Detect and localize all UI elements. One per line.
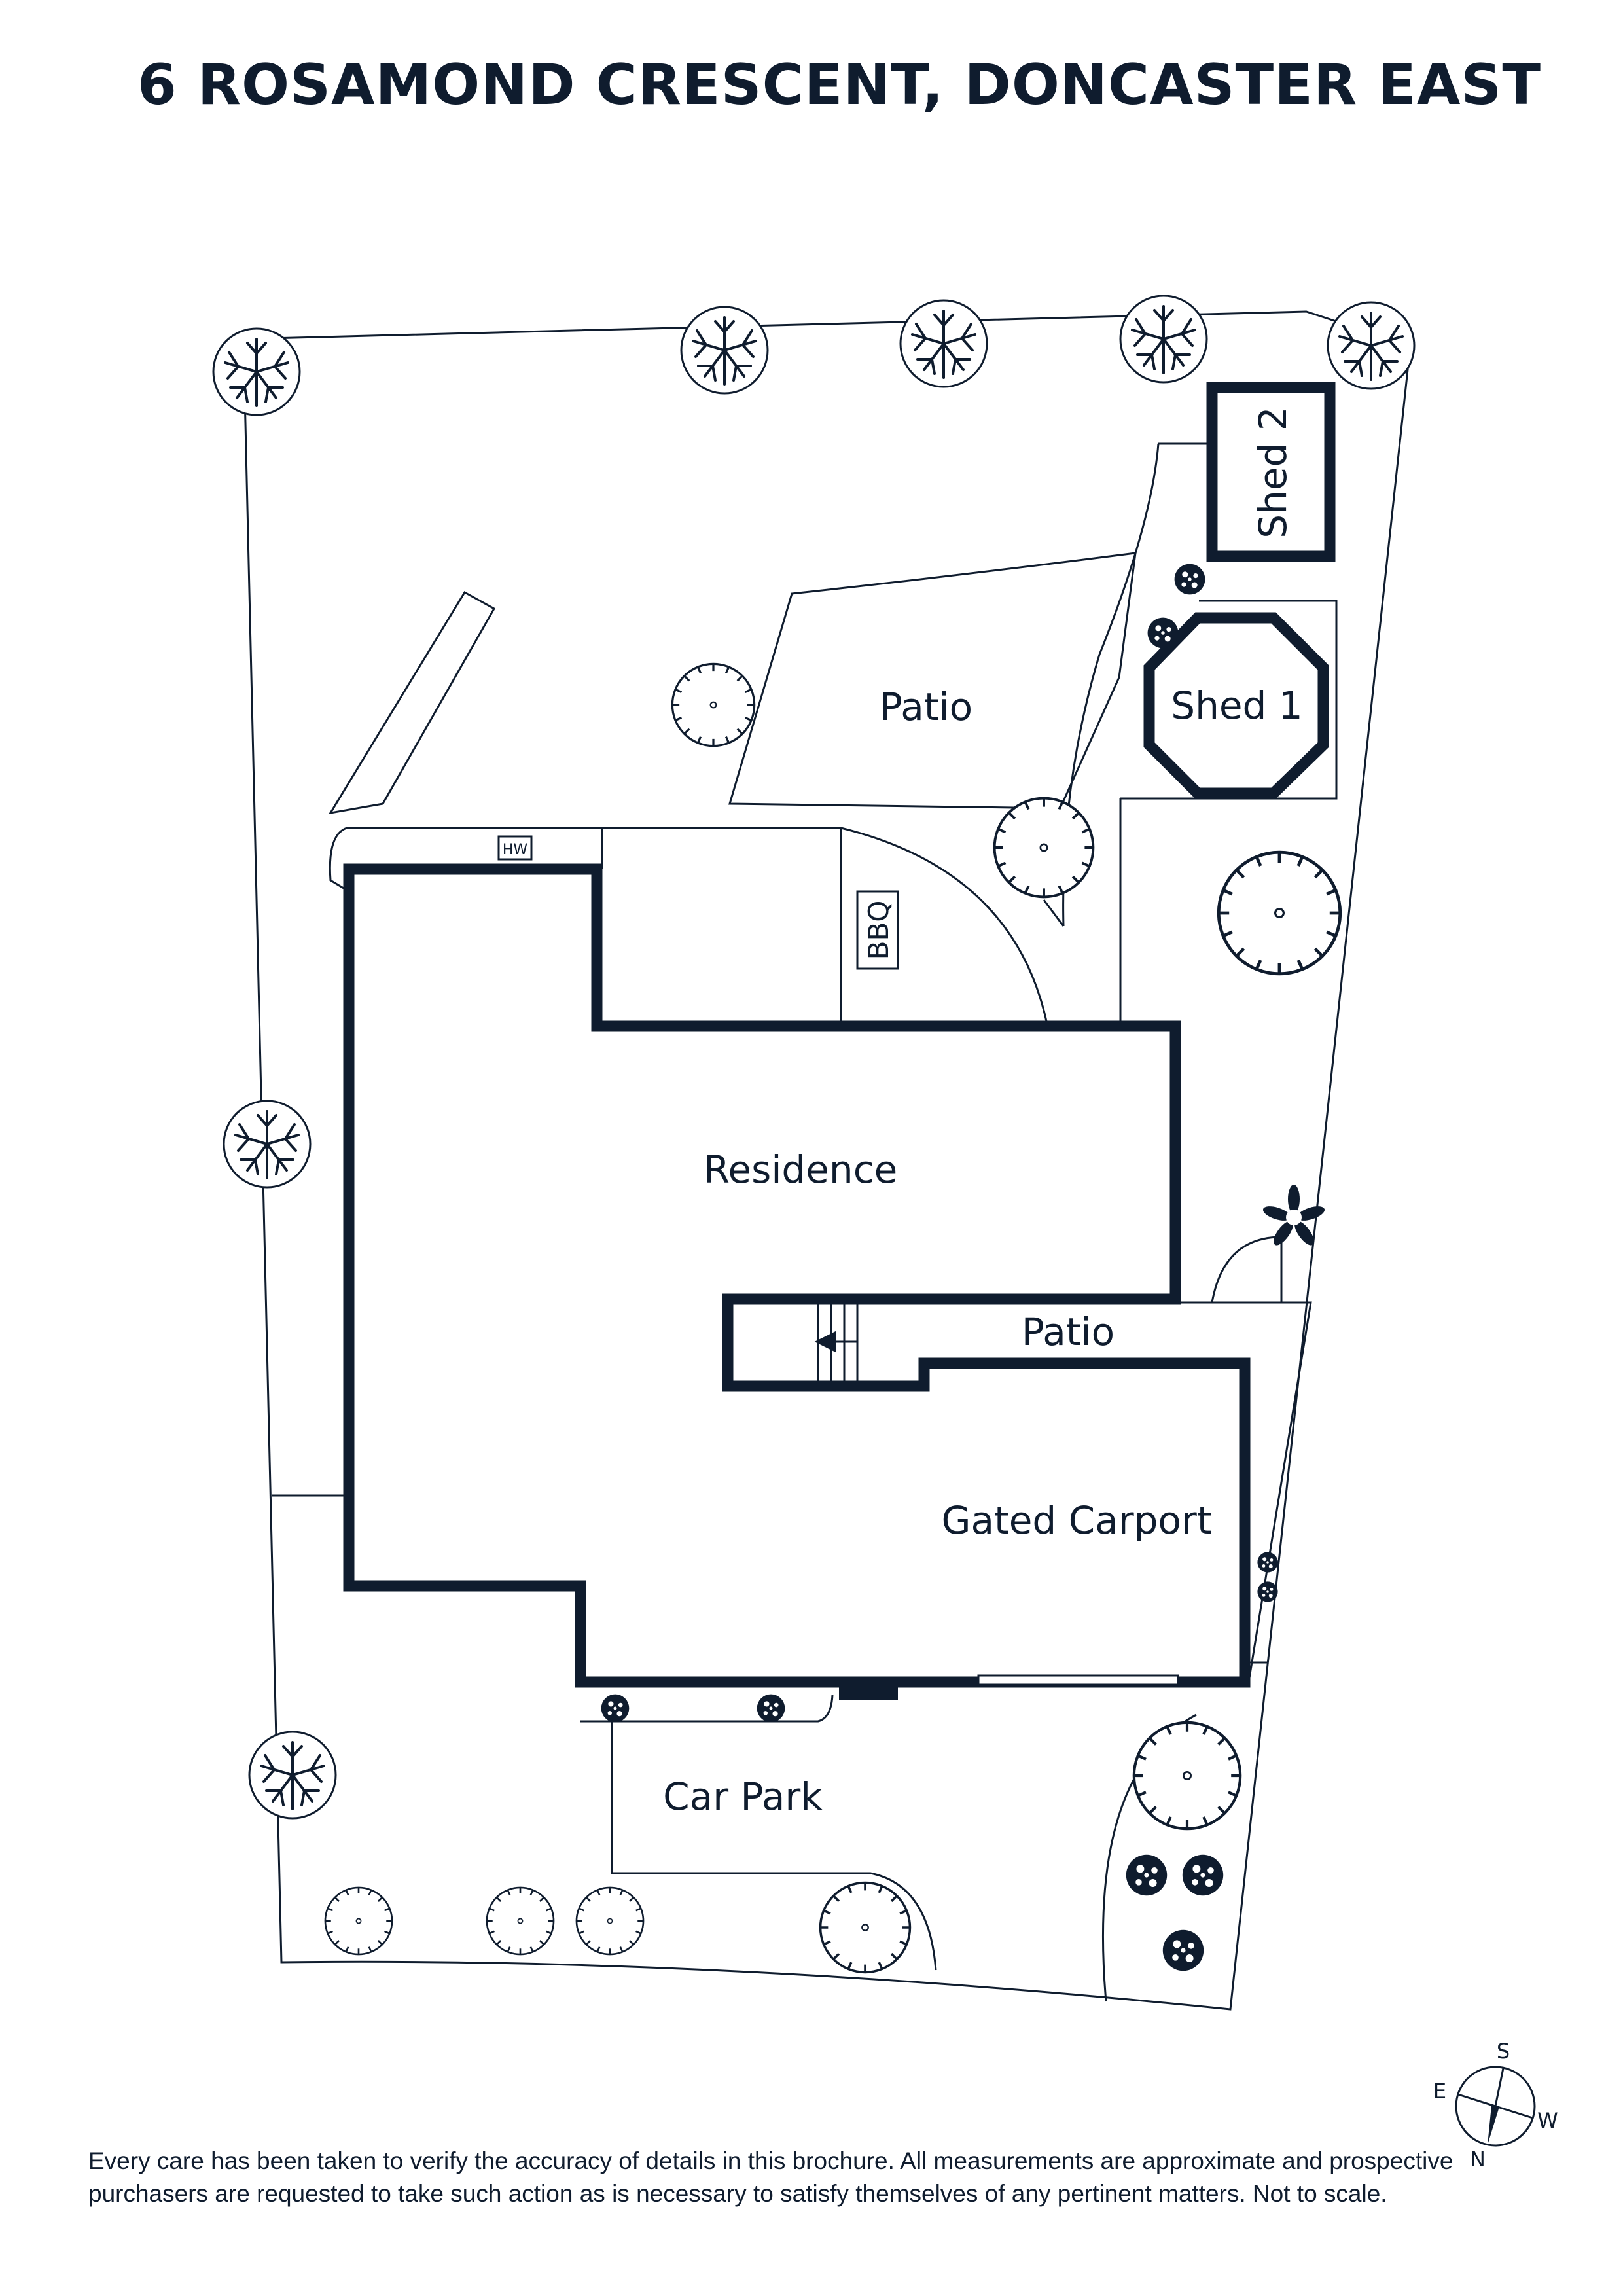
shed1-label: Shed 1 — [1171, 683, 1302, 728]
garden-walkway-edge — [1043, 899, 1065, 927]
stairs — [814, 1304, 859, 1381]
carpark-label: Car Park — [663, 1774, 823, 1819]
bbq-box — [856, 890, 899, 970]
carpark-outline — [580, 1695, 937, 1971]
bbq-label: BBQ — [863, 901, 895, 960]
bush-icon — [1162, 1929, 1204, 1971]
carport-post — [839, 1680, 898, 1700]
patio-top-label: Patio — [880, 685, 972, 729]
hw-strip — [329, 827, 602, 891]
plant-icon — [1262, 1185, 1325, 1246]
bush-icon — [1257, 1552, 1278, 1573]
tree-icon — [1327, 301, 1416, 390]
bush-icon — [1174, 564, 1205, 595]
carport-gate — [977, 1674, 1179, 1686]
compass-e: E — [1433, 2079, 1446, 2104]
page-title: 6 ROSAMOND CRESCENT, DONCASTER EAST — [137, 52, 1542, 118]
tree-icon — [248, 1731, 337, 1820]
bbq-area — [602, 827, 842, 1024]
bush-icon — [1257, 1581, 1278, 1602]
carport-label: Gated Carport — [942, 1498, 1212, 1543]
hw-label: HW — [503, 842, 528, 858]
compass-icon: S E W N — [1433, 2039, 1558, 2172]
tree-icon — [212, 327, 301, 416]
compass-w: W — [1537, 2108, 1558, 2133]
shed1-walls — [1143, 612, 1329, 799]
shrub-icon — [1134, 1723, 1240, 1829]
tree-icon — [899, 299, 988, 388]
tree-icon — [680, 306, 769, 395]
property-boundary — [242, 310, 1412, 2011]
shrub-icon — [819, 1881, 912, 1974]
patio-mid-label: Patio — [1022, 1310, 1115, 1354]
bush-icon — [601, 1694, 630, 1723]
shrub-icon — [575, 1886, 645, 1956]
compass-n: N — [1470, 2147, 1486, 2172]
bush-icon — [1147, 617, 1179, 649]
shrub-icon — [671, 662, 756, 747]
shrub-icon — [993, 797, 1095, 899]
compass-s: S — [1497, 2039, 1510, 2064]
tree-icon — [1119, 295, 1208, 384]
bbq-arc — [840, 827, 1048, 1025]
bush-icon — [757, 1694, 785, 1723]
top-patio-outline — [728, 552, 1137, 810]
disclaimer-text: Every care has been taken to verify the … — [88, 2147, 1454, 2207]
shed2-label: Shed 2 — [1251, 406, 1295, 538]
residence-label: Residence — [704, 1147, 898, 1192]
residence-walls — [343, 863, 1251, 1688]
shrub-icon — [486, 1886, 555, 1956]
shrub-icon — [324, 1886, 393, 1956]
porch-arc — [1211, 1236, 1283, 1303]
shed2-walls — [1206, 382, 1336, 562]
tree-icon — [223, 1100, 312, 1189]
hw-box — [497, 835, 533, 861]
garden-path — [328, 590, 496, 815]
bush-icon — [1182, 1854, 1224, 1896]
shrub-icon — [1219, 852, 1340, 974]
bush-icon — [1126, 1854, 1168, 1896]
